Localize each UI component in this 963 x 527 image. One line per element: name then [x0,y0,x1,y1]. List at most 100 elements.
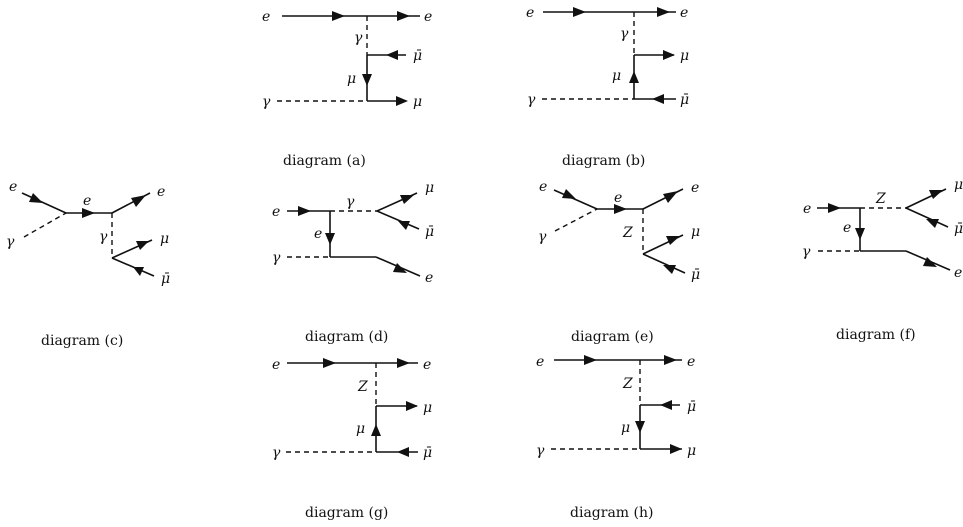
arrow-icon [386,50,398,60]
particle-label: e [425,270,433,286]
particle-label: Z [622,376,633,392]
arrow-icon [397,358,410,368]
arrow-icon [652,94,664,104]
particle-label: e [526,5,534,21]
particle-label: μ̄ [680,92,689,108]
arrow-icon [400,195,414,204]
particle-label: γ [536,443,545,459]
particle-label: e [423,357,431,373]
particle-label: e [687,354,695,370]
arrow-icon [393,263,407,273]
arrow-icon [133,267,144,276]
arrow-icon [584,355,597,365]
particle-label: e [803,201,811,217]
particle-label: e [539,179,547,195]
arrow-icon [923,257,937,267]
arrow-icon [664,355,677,365]
particle-label: μ [612,68,621,84]
arrow-icon [663,50,675,60]
arrow-icon [855,228,865,240]
diagram-caption: diagram (g) [305,505,388,521]
particle-label: Z [357,379,368,395]
particle-label: μ̄ [423,445,432,461]
particle-label: e [614,190,622,206]
particle-label: γ [354,30,363,46]
arrow-icon [396,96,408,106]
antimuon-line [905,207,949,228]
arrow-icon [629,71,639,83]
particle-label: μ̄ [161,271,170,287]
arrow-icon [325,233,335,245]
particle-label: μ̄ [413,48,422,64]
diagram-h: e e Z μ̄ μ γ μ diagram (h) [536,354,696,521]
particle-label: μ̄ [954,221,963,237]
arrow-icon [663,265,676,274]
arrow-icon [614,204,627,214]
particle-label: γ [527,92,536,108]
particle-label: μ [687,443,696,459]
particle-label: μ [621,420,630,436]
arrow-icon [657,7,670,17]
particle-label: μ [425,180,434,196]
diagram-f: e Z μ μ̄ e γ e diagram (f) [802,177,963,343]
diagram-g: e e Z μ μ γ μ̄ diagram (g) [272,357,432,521]
diagram-caption: diagram (f) [836,327,916,343]
diagram-d: e γ μ μ̄ e γ e diagram (d) [272,180,434,345]
antimuon-line [376,210,420,230]
arrow-icon [670,444,682,454]
particle-label: e [314,226,322,242]
particle-label: e [9,179,17,195]
arrow-icon [29,193,43,203]
particle-label: μ̄ [691,267,700,283]
particle-label: γ [272,250,281,266]
particle-label: e [272,204,280,220]
particle-label: e [272,357,280,373]
arrow-icon [660,400,672,410]
diagram-caption: diagram (c) [41,333,123,349]
arrow-icon [82,208,95,218]
particle-label: μ [680,48,689,64]
particle-label: e [954,265,962,281]
particle-label: e [843,220,851,236]
particle-label: γ [620,26,629,42]
particle-label: e [83,193,91,209]
particle-label: μ [160,231,169,247]
diagram-e: e γ e e Z μ μ̄ diagram (e) [538,179,700,345]
arrow-icon [398,221,410,230]
particle-label: γ [802,244,811,260]
arrow-icon [663,191,678,203]
particle-label: μ̄ [425,224,434,240]
particle-label: e [262,9,270,25]
particle-label: Z [622,225,633,241]
particle-label: μ [413,94,422,110]
diagram-caption: diagram (d) [305,329,388,345]
photon-line [23,212,67,238]
particle-label: μ̄ [687,399,696,415]
particle-label: e [680,5,688,21]
arrow-icon [828,203,841,213]
particle-label: μ [356,421,365,437]
arrow-icon [131,195,146,207]
particle-label: Z [875,191,886,207]
diagram-a: e e γ μ̄ μ γ μ diagram (a) [262,9,432,169]
particle-label: γ [538,229,547,245]
particle-label: γ [346,194,355,210]
diagram-b: e e γ μ μ γ μ̄ diagram (b) [526,5,689,169]
particle-label: μ [423,400,432,416]
particle-label: γ [6,234,15,250]
particle-label: e [536,354,544,370]
arrow-icon [573,7,586,17]
arrow-icon [397,447,409,457]
arrow-icon [635,421,645,433]
arrow-icon [332,11,345,21]
electron-line [21,192,67,214]
arrow-icon [929,190,943,199]
particle-label: e [691,180,699,196]
arrow-icon [323,358,336,368]
diagram-caption: diagram (h) [570,505,653,521]
particle-label: μ [347,71,356,87]
electron-line [553,189,598,210]
particle-label: γ [99,229,108,245]
diagram-caption: diagram (a) [283,153,366,169]
arrow-icon [136,241,149,250]
